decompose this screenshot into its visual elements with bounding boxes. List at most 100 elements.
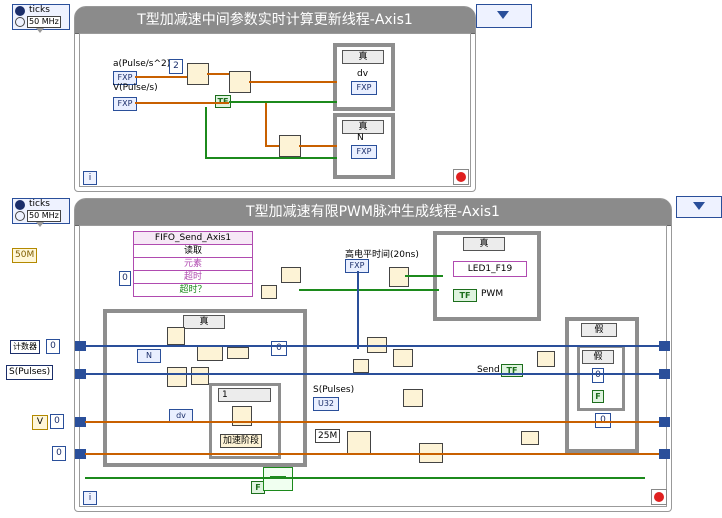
input-a-terminal[interactable]: FXP [113, 71, 137, 85]
pwm-indicator[interactable]: TF [453, 289, 477, 302]
feedback-node[interactable] [263, 467, 293, 491]
shift-register-right[interactable] [659, 417, 670, 427]
shift-register-right[interactable] [659, 369, 670, 379]
output-node-top[interactable] [476, 4, 532, 28]
fifo-timeout-constant[interactable]: 0 [119, 271, 131, 286]
zero-right-constant[interactable]: 0 [271, 341, 287, 356]
case-structure-led[interactable]: 真 LED1_F19 TF PWM [433, 231, 541, 321]
n-indicator[interactable]: FXP [351, 145, 377, 159]
not-node-2[interactable] [521, 431, 539, 445]
and-node[interactable] [281, 267, 301, 283]
case-structure-false-inner[interactable]: 假 0 F [577, 345, 625, 411]
not-node[interactable] [261, 285, 277, 299]
pwm-label: PWM [481, 289, 504, 299]
while-loop-1[interactable]: T型加减速中间参数实时计算更新线程-Axis1 a(Pulse/s^2) FXP… [74, 6, 476, 192]
input-a-label: a(Pulse/s^2) [113, 59, 171, 69]
wire [299, 145, 337, 147]
wire [357, 271, 359, 349]
timer-clock: 50 MHz [27, 210, 61, 222]
s-pulses-label: S(Pulses) [313, 385, 355, 395]
shift-register-left[interactable] [75, 369, 86, 379]
shift-register-left[interactable] [75, 341, 86, 351]
divide-node-2[interactable] [279, 135, 301, 157]
fifo-row-timeout: 超时 [134, 270, 252, 283]
compare-node[interactable] [389, 267, 409, 287]
compare-node-2[interactable] [191, 367, 209, 385]
case-structure-main[interactable]: 真 N dv 1 加速阶段 [103, 309, 307, 467]
fifo-name: FIFO_Send_Axis1 [134, 232, 252, 244]
v-value[interactable]: 0 [50, 414, 64, 429]
wire [85, 421, 659, 423]
case-selector[interactable]: 真 [342, 50, 384, 64]
dv-label: dv [357, 69, 369, 79]
counter-value[interactable]: 0 [46, 339, 60, 354]
case-selector[interactable]: 假 [582, 350, 614, 364]
input-v-label: V(Pulse/s) [113, 83, 158, 93]
or-node[interactable] [537, 351, 555, 367]
loop1-stop-terminal[interactable] [453, 169, 469, 185]
loop2-stop-terminal[interactable] [651, 489, 667, 505]
case-structure-false-outer[interactable]: 假 假 0 F 0 [565, 317, 639, 453]
subtract-node[interactable] [167, 367, 187, 387]
timer-label: ticks [29, 5, 50, 15]
wire [85, 345, 659, 347]
bundle-node[interactable] [227, 347, 249, 359]
wire [85, 477, 645, 479]
stage-label: 加速阶段 [220, 434, 263, 448]
wire [249, 81, 337, 83]
wire [265, 145, 279, 147]
while-loop-2[interactable]: T型加减速有限PWM脉冲生成线程-Axis1 FIFO_Send_Axis1 读… [74, 198, 672, 512]
case-selector[interactable]: 真 [342, 120, 384, 134]
wire [135, 76, 187, 78]
clock-constant[interactable]: 50M [12, 248, 38, 263]
add-node-2[interactable] [353, 359, 369, 373]
s-pulses-control[interactable]: S(Pulses) [6, 365, 54, 380]
inner-zero-constant[interactable]: 0 [592, 368, 604, 383]
loop1-title: T型加减速中间参数实时计算更新线程-Axis1 [75, 7, 475, 34]
chevron-down-icon [36, 28, 44, 33]
fifo-read-node[interactable]: FIFO_Send_Axis1 读取 元素 超时 超时？ [133, 231, 253, 297]
compare-node-4[interactable] [403, 389, 423, 407]
case-selector[interactable]: 假 [581, 323, 617, 337]
wire [229, 101, 337, 103]
compare-node[interactable] [167, 327, 185, 345]
compare-node-3[interactable] [393, 349, 413, 367]
divide-node-pwm[interactable] [347, 431, 371, 455]
chevron-down-icon [36, 222, 44, 227]
stop-icon [456, 172, 466, 182]
zero-left-constant[interactable]: 0 [52, 446, 66, 461]
stage-selector[interactable]: 1 [218, 388, 271, 402]
shift-register-right[interactable] [659, 449, 670, 459]
case-structure-n[interactable]: 真 N FXP [333, 113, 395, 179]
case-selector[interactable]: 真 [183, 315, 225, 329]
tick-count-timer-bottom[interactable]: ticks 50 MHz [12, 198, 70, 224]
wire [85, 453, 659, 455]
multiply-node[interactable] [187, 63, 209, 85]
build-array-node[interactable] [197, 345, 223, 361]
loop1-body [79, 33, 471, 187]
tick-count-timer-top[interactable]: ticks 50 MHz [12, 4, 70, 30]
wire [299, 289, 439, 291]
dv-indicator[interactable]: FXP [351, 81, 377, 95]
bottom-zero-constant[interactable]: 0 [595, 413, 611, 428]
output-node-bottom[interactable] [676, 196, 722, 218]
case-structure-dv[interactable]: 真 dv FXP [333, 43, 395, 111]
wire [265, 103, 267, 145]
led-io-node[interactable]: LED1_F19 [453, 261, 527, 277]
inner-false-constant[interactable]: F [592, 390, 604, 403]
const-2[interactable]: 2 [169, 59, 183, 74]
shift-register-left[interactable] [75, 417, 86, 427]
counter-label: 计数器 [10, 340, 40, 354]
n-terminal[interactable]: N [137, 349, 161, 363]
input-v-terminal[interactable]: FXP [113, 97, 137, 111]
case-selector[interactable]: 真 [463, 237, 505, 251]
shift-register-left[interactable] [75, 449, 86, 459]
wire [205, 107, 207, 157]
dv-terminal[interactable]: dv [169, 409, 193, 423]
add-node[interactable] [232, 406, 252, 426]
send-indicator[interactable]: TF [501, 364, 523, 377]
s-pulses-terminal[interactable]: U32 [313, 397, 339, 411]
const-25m[interactable]: 25M [315, 429, 341, 443]
divide-node[interactable] [229, 71, 251, 93]
shift-register-right[interactable] [659, 341, 670, 351]
